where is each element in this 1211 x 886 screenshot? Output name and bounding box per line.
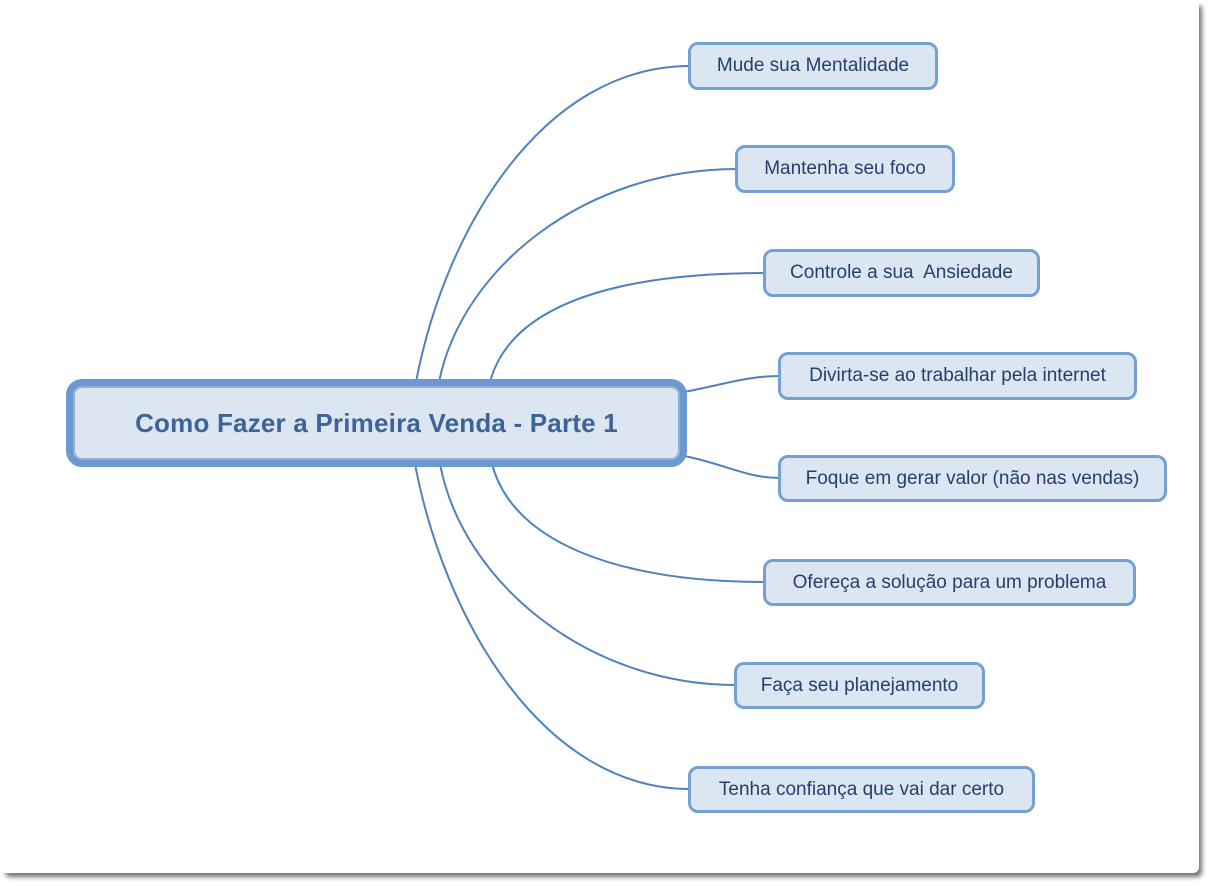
node-tenha-confianca[interactable]: Tenha confiança que vai dar certo — [688, 766, 1035, 813]
node-mantenha-seu-foco[interactable]: Mantenha seu foco — [735, 145, 955, 193]
root-node[interactable]: Como Fazer a Primeira Venda - Parte 1 — [66, 379, 687, 467]
node-divirta-se-ao-trabalhar[interactable]: Divirta-se ao trabalhar pela internet — [778, 352, 1137, 400]
node-controle-a-sua-ansiedade[interactable]: Controle a sua Ansiedade — [763, 249, 1040, 297]
node-label: Faça seu planejamento — [760, 674, 959, 696]
node-faca-seu-planejamento[interactable]: Faça seu planejamento — [734, 662, 985, 709]
connector-tenha-confianca — [414, 463, 691, 790]
node-label: Ofereça a solução para um problema — [792, 571, 1107, 593]
node-label: Divirta-se ao trabalhar pela internet — [809, 365, 1106, 386]
node-label: Controle a sua Ansiedade — [790, 262, 1013, 283]
node-label: Mantenha seu foco — [764, 158, 926, 179]
connector-controle-ansiedade — [489, 272, 766, 383]
node-label: Mude sua Mentalidade — [716, 55, 910, 76]
connector-faca-planejamento — [439, 463, 737, 686]
node-ofereca-a-solucao[interactable]: Ofereça a solução para um problema — [763, 559, 1136, 606]
connector-divirta-se — [683, 375, 781, 393]
node-mude-sua-mentalidade[interactable]: Mude sua Mentalidade — [688, 42, 938, 90]
connector-mude-sua-mentalidade — [415, 65, 691, 383]
connector-foque-valor — [683, 455, 781, 479]
page-sheet: Como Fazer a Primeira Venda - Parte 1 Mu… — [66, 42, 1167, 813]
connector-ofereca-solucao — [491, 463, 766, 583]
node-label: Tenha confiança que vai dar certo — [718, 778, 1005, 800]
node-foque-em-gerar-valor[interactable]: Foque em gerar valor (não nas vendas) — [778, 455, 1167, 502]
node-label: Foque em gerar valor (não nas vendas) — [805, 467, 1140, 489]
root-node-label: Como Fazer a Primeira Venda - Parte 1 — [135, 407, 618, 438]
connector-mantenha-seu-foco — [438, 168, 738, 383]
